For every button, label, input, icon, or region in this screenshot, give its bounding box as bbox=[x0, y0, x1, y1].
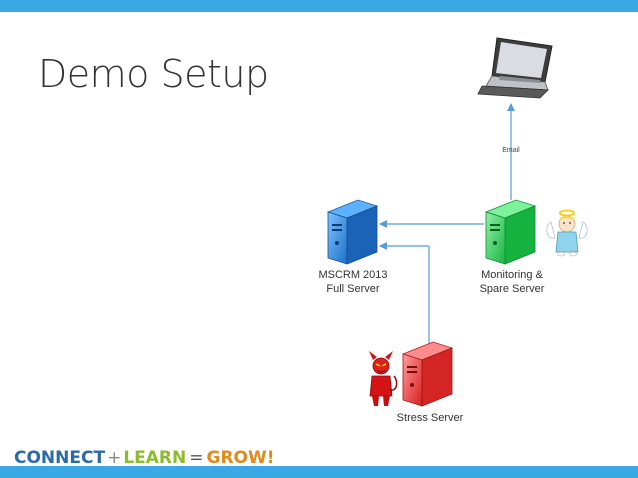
footer-grow: GROW! bbox=[206, 448, 275, 468]
monitoring-server-icon bbox=[484, 199, 537, 265]
email-label: Email bbox=[502, 147, 520, 154]
footer-equals: = bbox=[189, 448, 204, 468]
crm-server-label-line1: MSCRM 2013 bbox=[318, 269, 388, 281]
footer-learn: LEARN bbox=[123, 448, 187, 468]
angel-icon bbox=[546, 209, 588, 257]
crm-server-label-line2: Full Server bbox=[326, 283, 380, 295]
monitoring-server-label: Monitoring & Spare Server bbox=[464, 268, 560, 296]
monitoring-server-label-line1: Monitoring & bbox=[481, 269, 543, 281]
stress-server-icon bbox=[401, 341, 454, 407]
laptop-icon bbox=[477, 37, 553, 99]
footer-plus: + bbox=[107, 448, 122, 468]
stress-server-label: Stress Server bbox=[396, 412, 464, 424]
top-accent-bar bbox=[0, 0, 638, 12]
footer-logo: CONNECT + LEARN = GROW! bbox=[14, 448, 275, 468]
monitoring-server-label-line2: Spare Server bbox=[479, 283, 545, 295]
devil-icon bbox=[369, 351, 398, 406]
crm-server-icon bbox=[326, 199, 379, 265]
crm-server-label: MSCRM 2013 Full Server bbox=[308, 268, 398, 296]
footer-connect: CONNECT bbox=[14, 448, 106, 468]
bottom-accent-bar bbox=[0, 466, 638, 478]
slide-title: Demo Setup bbox=[38, 52, 269, 96]
